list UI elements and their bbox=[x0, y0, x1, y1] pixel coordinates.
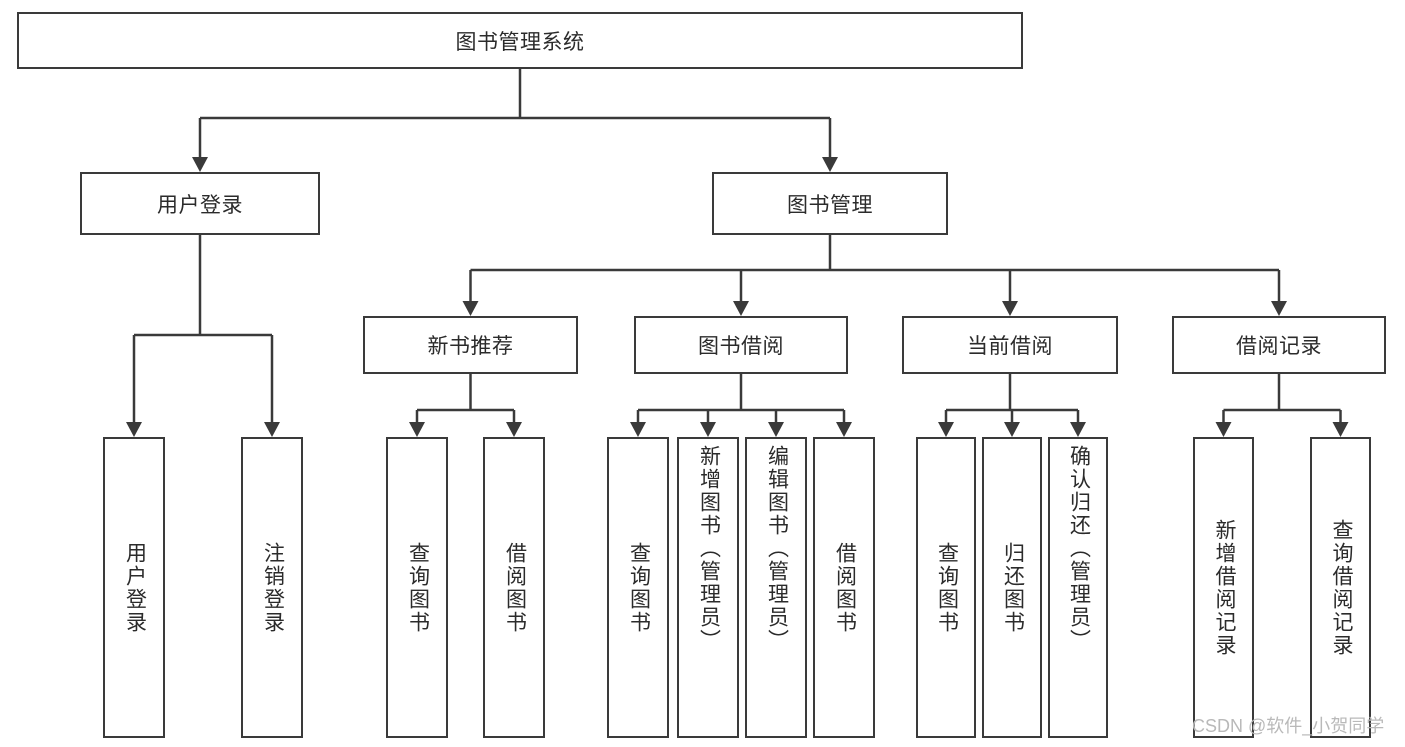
node-user-login[interactable]: 用户登录 bbox=[80, 172, 320, 235]
node-root-system[interactable]: 图书管理系统 bbox=[17, 12, 1023, 69]
node-nbr-borrow-book[interactable]: 借阅图书 bbox=[483, 437, 545, 738]
node-label: 编辑图书（管理员） bbox=[765, 445, 789, 652]
node-bb-add-book[interactable]: 新增图书（管理员） bbox=[677, 437, 739, 738]
node-label: 当前借阅 bbox=[967, 335, 1053, 358]
node-label: 图书管理系统 bbox=[455, 30, 585, 54]
node-label: 查询图书 bbox=[406, 541, 430, 634]
node-br-add-record[interactable]: 新增借阅记录 bbox=[1193, 437, 1254, 738]
node-borrow-record[interactable]: 借阅记录 bbox=[1172, 316, 1386, 374]
node-label: 新增图书（管理员） bbox=[697, 445, 721, 652]
node-label: 查询图书 bbox=[627, 541, 651, 634]
node-label: 注销登录 bbox=[261, 541, 285, 634]
node-book-borrow[interactable]: 图书借阅 bbox=[634, 316, 848, 374]
node-label: 新增借阅记录 bbox=[1212, 518, 1236, 657]
node-cb-confirm-return[interactable]: 确认归还（管理员） bbox=[1048, 437, 1108, 738]
node-current-borrow[interactable]: 当前借阅 bbox=[902, 316, 1118, 374]
node-cb-query-book[interactable]: 查询图书 bbox=[916, 437, 976, 738]
node-user-logout-leaf[interactable]: 注销登录 bbox=[241, 437, 303, 738]
node-cb-return-book[interactable]: 归还图书 bbox=[982, 437, 1042, 738]
node-label: 借阅图书 bbox=[833, 541, 857, 634]
node-label: 用户登录 bbox=[123, 541, 147, 634]
node-label: 查询图书 bbox=[935, 541, 959, 634]
node-label: 用户登录 bbox=[157, 193, 243, 217]
node-bb-query-book[interactable]: 查询图书 bbox=[607, 437, 669, 738]
node-label: 查询借阅记录 bbox=[1329, 518, 1353, 657]
node-user-login-leaf[interactable]: 用户登录 bbox=[103, 437, 165, 738]
node-label: 借阅记录 bbox=[1236, 335, 1322, 358]
node-bb-borrow-book[interactable]: 借阅图书 bbox=[813, 437, 875, 738]
node-nbr-query-book[interactable]: 查询图书 bbox=[386, 437, 448, 738]
node-label: 图书借阅 bbox=[698, 335, 784, 358]
node-label: 归还图书 bbox=[1001, 541, 1025, 634]
node-br-query-record[interactable]: 查询借阅记录 bbox=[1310, 437, 1371, 738]
node-bb-edit-book[interactable]: 编辑图书（管理员） bbox=[745, 437, 807, 738]
node-label: 图书管理 bbox=[787, 193, 873, 217]
node-new-book-recommend[interactable]: 新书推荐 bbox=[363, 316, 578, 374]
node-label: 确认归还（管理员） bbox=[1067, 445, 1091, 652]
node-label: 借阅图书 bbox=[503, 541, 527, 634]
node-label: 新书推荐 bbox=[427, 335, 514, 358]
node-book-manage[interactable]: 图书管理 bbox=[712, 172, 948, 235]
